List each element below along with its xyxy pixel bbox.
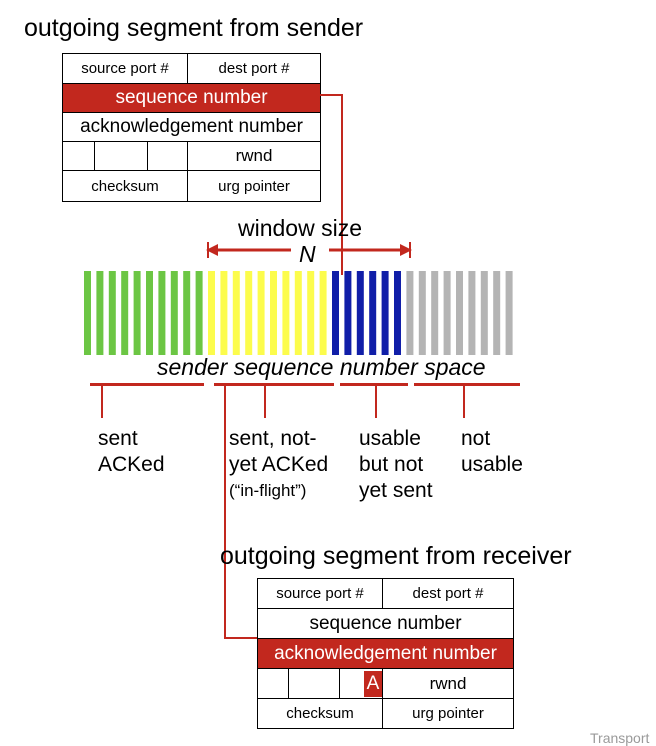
- seq-bar-not-usable: [480, 271, 488, 355]
- receiver-dest-port: dest port #: [382, 578, 514, 609]
- seq-bar-not-usable: [418, 271, 426, 355]
- receiver-rwnd: rwnd: [382, 668, 514, 699]
- seq-bar-not-usable: [468, 271, 476, 355]
- sequence-space-label: sender sequence number space: [157, 354, 486, 380]
- footer-transport-label: Transport: [590, 730, 650, 746]
- label-line: but not: [359, 453, 424, 476]
- seq-bar-usable: [344, 271, 352, 355]
- seq-bar-in-flight: [220, 271, 228, 355]
- ack-number-connector: [224, 384, 257, 639]
- receiver-a-flag-cell: A: [339, 668, 383, 699]
- label-line: usable: [359, 427, 421, 450]
- seq-bar-sent-acked: [121, 271, 129, 355]
- label-line: sent: [98, 427, 138, 450]
- label-line: sent, not-: [229, 427, 317, 450]
- window-size-label: window size: [238, 215, 362, 241]
- bracket-sent-acked: [90, 383, 204, 386]
- receiver-checksum: checksum: [257, 698, 383, 729]
- label-line: ACKed: [98, 453, 165, 476]
- label-line: yet sent: [359, 479, 433, 502]
- receiver-ack-number: acknowledgement number: [257, 638, 514, 669]
- seq-bar-not-usable: [456, 271, 463, 355]
- bracket-not-usable: [414, 383, 520, 386]
- seq-bar-not-usable: [443, 271, 451, 355]
- label-line: usable: [461, 453, 523, 476]
- seq-bar-usable: [381, 271, 389, 355]
- label-sent-acked: sent ACKed: [98, 426, 165, 478]
- seq-bar-not-usable: [493, 271, 501, 355]
- sender-source-port: source port #: [62, 53, 188, 84]
- receiver-segment-title: outgoing segment from receiver: [220, 542, 572, 570]
- sender-dest-port: dest port #: [187, 53, 321, 84]
- receiver-source-port: source port #: [257, 578, 383, 609]
- seq-bar-sent-acked: [170, 271, 178, 355]
- receiver-segment-table: source port # dest port # sequence numbe…: [257, 578, 514, 729]
- sender-flag-cell: [94, 141, 148, 171]
- sender-segment-title: outgoing segment from sender: [24, 14, 364, 42]
- window-n-label: N: [299, 241, 316, 267]
- seq-bar-not-usable: [505, 271, 513, 355]
- seq-bar-sent-acked: [133, 271, 141, 355]
- seq-bar-sent-acked: [158, 271, 166, 355]
- seq-bar-usable: [332, 271, 339, 355]
- receiver-sequence-number: sequence number: [257, 608, 514, 639]
- seq-bar-sent-acked: [146, 271, 153, 355]
- seq-bar-in-flight: [257, 271, 265, 355]
- seq-bar-in-flight: [294, 271, 302, 355]
- bracket-in-flight: [214, 383, 334, 386]
- tick-not-usable: [463, 384, 465, 418]
- window-arrow-right-head: [400, 244, 412, 256]
- seq-bar-usable: [369, 271, 377, 355]
- receiver-urg-pointer: urg pointer: [382, 698, 514, 729]
- receiver-flag-cell: [288, 668, 340, 699]
- seq-bar-usable: [356, 271, 364, 355]
- window-arrow-left-head: [206, 244, 218, 256]
- seq-bar-sent-acked: [84, 271, 91, 355]
- seq-bar-in-flight: [232, 271, 240, 355]
- seq-bar-sent-acked: [96, 271, 104, 355]
- seq-bar-not-usable: [406, 271, 414, 355]
- sender-urg-pointer: urg pointer: [187, 170, 321, 202]
- window-size-arrow: [206, 242, 412, 258]
- tick-in-flight: [264, 384, 266, 418]
- receiver-a-flag: A: [364, 670, 382, 697]
- sender-rwnd: rwnd: [187, 141, 321, 171]
- seq-bar-in-flight: [270, 271, 277, 355]
- sequence-space-bars: [84, 271, 513, 355]
- receiver-flag-cell: [257, 668, 289, 699]
- seq-bar-in-flight: [208, 271, 215, 355]
- label-line: yet ACKed: [229, 453, 329, 476]
- tick-usable: [375, 384, 377, 418]
- label-usable: usable but not yet sent: [359, 426, 433, 504]
- sender-ack-number: acknowledgement number: [62, 112, 321, 142]
- tick-sent-acked: [101, 384, 103, 418]
- label-line: (“in-flight”): [229, 481, 307, 500]
- seq-bar-in-flight: [245, 271, 253, 355]
- seq-bar-usable: [394, 271, 401, 355]
- label-not-usable: not usable: [461, 426, 523, 478]
- seq-number-connector: [320, 94, 343, 275]
- seq-bar-sent-acked: [183, 271, 191, 355]
- seq-bar-sent-acked: [108, 271, 116, 355]
- seq-bar-in-flight: [282, 271, 290, 355]
- sender-segment-table: source port # dest port # sequence numbe…: [62, 53, 321, 202]
- seq-bar-in-flight: [307, 271, 315, 355]
- seq-bar-in-flight: [319, 271, 327, 355]
- label-line: not: [461, 427, 491, 450]
- seq-bar-sent-acked: [195, 271, 203, 355]
- sender-sequence-number: sequence number: [62, 83, 321, 113]
- label-in-flight: sent, not- yet ACKed (“in-flight”): [229, 426, 328, 504]
- seq-bar-not-usable: [431, 271, 439, 355]
- bracket-usable: [340, 383, 408, 386]
- sender-checksum: checksum: [62, 170, 188, 202]
